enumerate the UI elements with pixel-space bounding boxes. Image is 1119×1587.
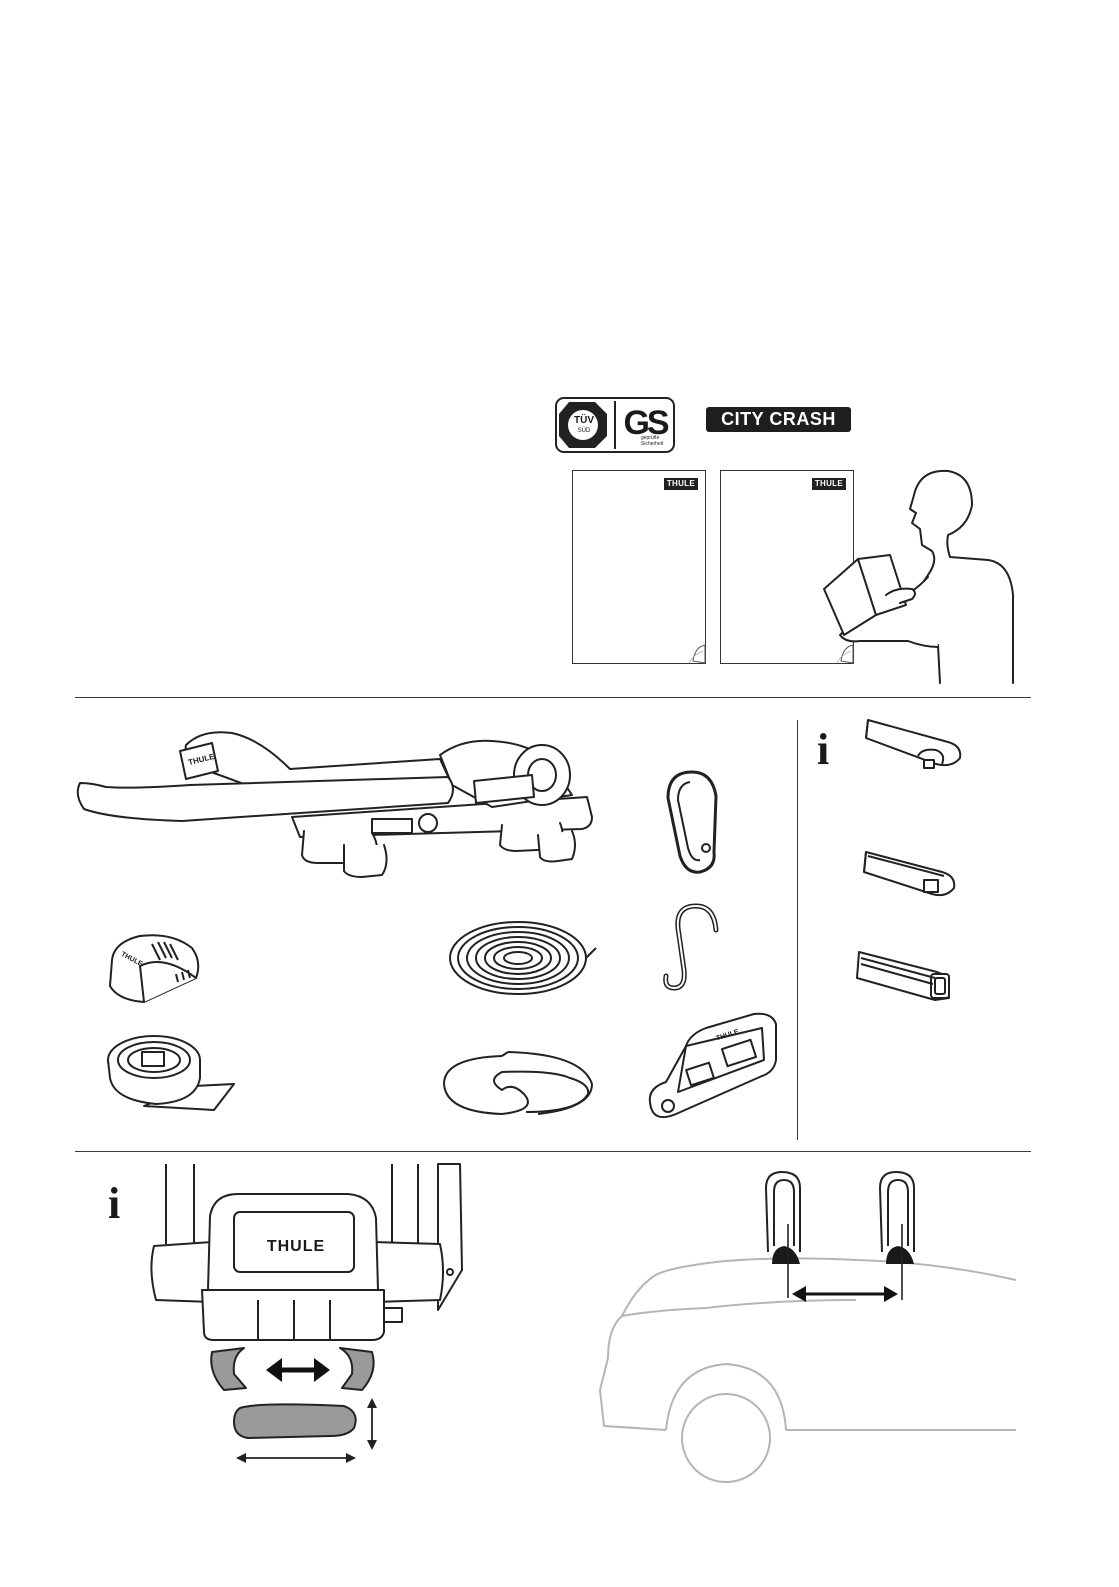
coiled-rope-illustration	[446, 918, 596, 998]
certification-badge: TÜV SÜD GS geprüfte Sicherheit	[555, 397, 675, 453]
tuv-sub: SÜD	[570, 428, 598, 434]
section-divider-vertical	[797, 720, 798, 1140]
carrier-illustration: THULE	[72, 725, 597, 885]
city-crash-badge: CITY CRASH	[706, 407, 851, 432]
person-reading-illustration	[820, 465, 1030, 685]
aero-bar-profile-illustration	[862, 716, 966, 776]
s-hook-illustration	[656, 900, 728, 1006]
page-curl-icon	[685, 643, 705, 663]
manual-brand-tag: THULE	[664, 478, 698, 490]
loop-strap-illustration	[442, 1050, 594, 1116]
multitool-illustration: THULE	[646, 1010, 780, 1128]
section-divider-bottom	[75, 1151, 1031, 1152]
slim-bar-profile-illustration	[862, 846, 958, 902]
endcap-illustration: THULE	[104, 930, 204, 1005]
car-mount-spacing-illustration	[596, 1168, 1020, 1488]
tuv-label: TÜV	[570, 415, 598, 426]
info-icon: i	[108, 1182, 120, 1226]
info-icon: i	[817, 728, 829, 772]
mount-frontal-illustration: THULE	[148, 1160, 488, 1470]
manual-document-left: THULE	[572, 470, 706, 664]
square-bar-profile-illustration	[855, 948, 953, 1004]
carabiner-illustration	[660, 768, 724, 880]
mount-brand-label: THULE	[256, 1238, 336, 1256]
gs-sub: geprüfte Sicherheit	[641, 435, 671, 447]
section-divider-top	[75, 697, 1031, 698]
rolled-strap-illustration	[104, 1030, 236, 1110]
